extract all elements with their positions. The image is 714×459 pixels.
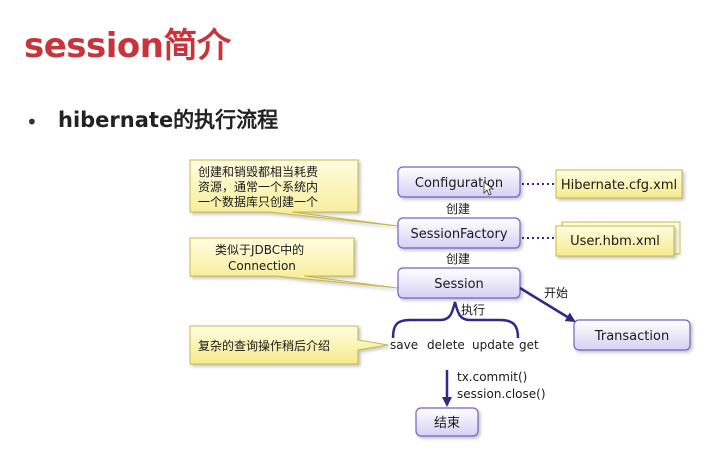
op-get: get: [519, 338, 539, 352]
note-session-line-1: 类似于JDBC中的: [215, 242, 304, 257]
edge-label-execute: 执行: [461, 303, 485, 317]
edge-label-begin: 开始: [544, 286, 568, 300]
node-configuration: Configuration: [397, 166, 521, 198]
commit-line-2: session.close(): [457, 387, 546, 401]
note-factory-line-2: 资源，通常一个系统内: [198, 180, 318, 194]
section-subtitle: hibernate的执行流程: [58, 108, 279, 132]
page-title: session简介: [24, 26, 231, 66]
node-end: 结束: [415, 407, 479, 437]
file-hibernate-cfg: Hibernate.cfg.xml: [555, 169, 683, 199]
note-session-line-2: Connection: [228, 259, 296, 273]
note-query-text: 复杂的查询操作稍后介绍: [198, 338, 330, 353]
arrow-session-transaction: [519, 286, 576, 323]
note-factory-line-3: 一个数据库只创建一个: [198, 194, 318, 209]
note-factory-line-1: 创建和销毁都相当耗费: [198, 164, 318, 179]
edge-label-create-1: 创建: [446, 202, 470, 216]
file-user-hbm-label: User.hbm.xml: [570, 234, 660, 249]
note-complex-query: 复杂的查询操作稍后介绍: [189, 325, 389, 365]
node-end-label: 结束: [434, 416, 460, 431]
operations-brace: [391, 301, 520, 339]
note-factory-cost: 创建和销毁都相当耗费 资源，通常一个系统内 一个数据库只创建一个: [189, 159, 399, 227]
commit-line-1: tx.commit(): [457, 370, 527, 384]
op-update: update: [472, 338, 514, 352]
mouse-cursor-icon: [483, 181, 495, 196]
bullet-marker: •: [26, 110, 38, 134]
file-hibernate-cfg-label: Hibernate.cfg.xml: [561, 178, 677, 193]
node-configuration-label: Configuration: [415, 176, 503, 191]
node-session: Session: [397, 267, 521, 299]
edge-label-create-2: 创建: [446, 252, 470, 266]
node-transaction: Transaction: [573, 319, 691, 351]
op-delete: delete: [427, 338, 465, 352]
file-user-hbm: User.hbm.xml: [555, 221, 681, 257]
node-transaction-label: Transaction: [594, 329, 669, 344]
node-session-factory-label: SessionFactory: [410, 227, 507, 242]
node-session-label: Session: [434, 277, 484, 292]
node-session-factory: SessionFactory: [397, 217, 521, 249]
note-session-connection: 类似于JDBC中的 Connection: [189, 237, 399, 289]
op-save: save: [390, 338, 418, 352]
